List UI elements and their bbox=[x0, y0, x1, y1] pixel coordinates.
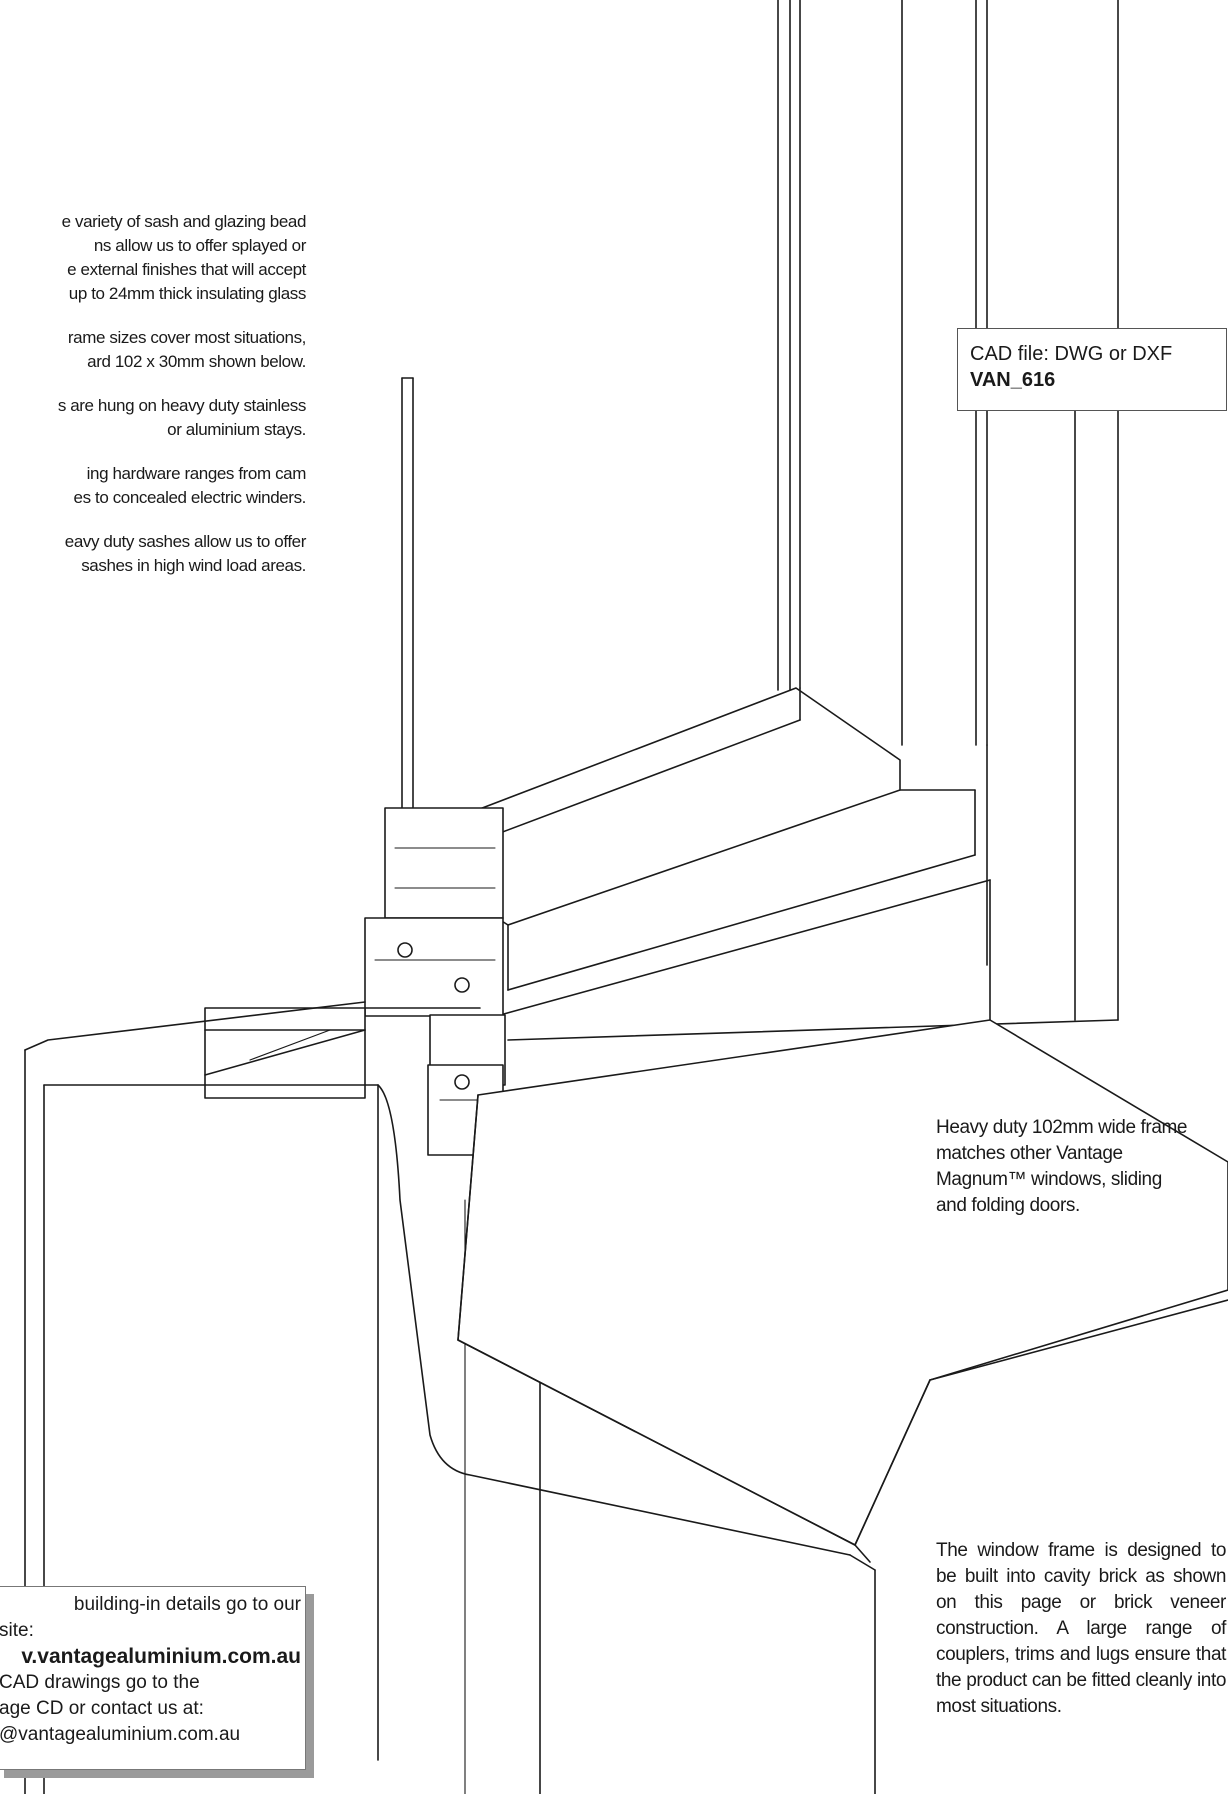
web-box-line: CAD drawings go to the bbox=[0, 1672, 200, 1693]
intro-paragraph-stays: s are hung on heavy duty stainless or al… bbox=[57, 396, 307, 439]
sash-bead bbox=[429, 687, 1119, 1041]
web-box-line: age CD or contact us at: bbox=[0, 1698, 204, 1719]
frame-note-line: and folding doors. bbox=[936, 1195, 1080, 1216]
frame-note-line: matches other Vantage bbox=[936, 1143, 1123, 1164]
frame-note-line: Heavy duty 102mm wide frame bbox=[936, 1117, 1188, 1138]
build-note: The window frame is designed to be built… bbox=[936, 1540, 1226, 1717]
website-contact-box: building-in details go to our site: v.va… bbox=[0, 1586, 306, 1770]
frame-note: Heavy duty 102mm wide frame matches othe… bbox=[936, 1115, 1228, 1219]
email-link[interactable]: @vantagealuminium.com.au bbox=[0, 1724, 241, 1745]
intro-paragraph-wind-load: eavy duty sashes allow us to offer sashe… bbox=[64, 532, 307, 575]
cad-file-box: CAD file: DWG or DXF VAN_616 bbox=[957, 328, 1227, 411]
glass-pane-lines bbox=[401, 377, 414, 821]
web-box-line: site: bbox=[0, 1620, 34, 1641]
intro-paragraph-glazing: e variety of sash and glazing bead ns al… bbox=[61, 212, 307, 303]
vertical-frame-lines bbox=[777, 0, 1119, 1021]
intro-paragraph-frame-sizes: rame sizes cover most situations, ard 10… bbox=[67, 328, 307, 371]
intro-paragraph-hardware: ing hardware ranges from cam es to conce… bbox=[73, 464, 307, 507]
frame-note-line: Magnum™ windows, sliding bbox=[936, 1169, 1162, 1190]
web-box-line: building-in details go to our bbox=[73, 1594, 301, 1615]
brick-sill bbox=[457, 1019, 1228, 1563]
intro-text: e variety of sash and glazing bead ns al… bbox=[0, 210, 307, 598]
website-link[interactable]: v.vantagealuminium.com.au bbox=[21, 1645, 301, 1668]
cad-file-label: CAD file: DWG or DXF bbox=[970, 343, 1173, 365]
frame-extrusion bbox=[204, 807, 506, 1156]
cad-file-code: VAN_616 bbox=[970, 369, 1056, 391]
